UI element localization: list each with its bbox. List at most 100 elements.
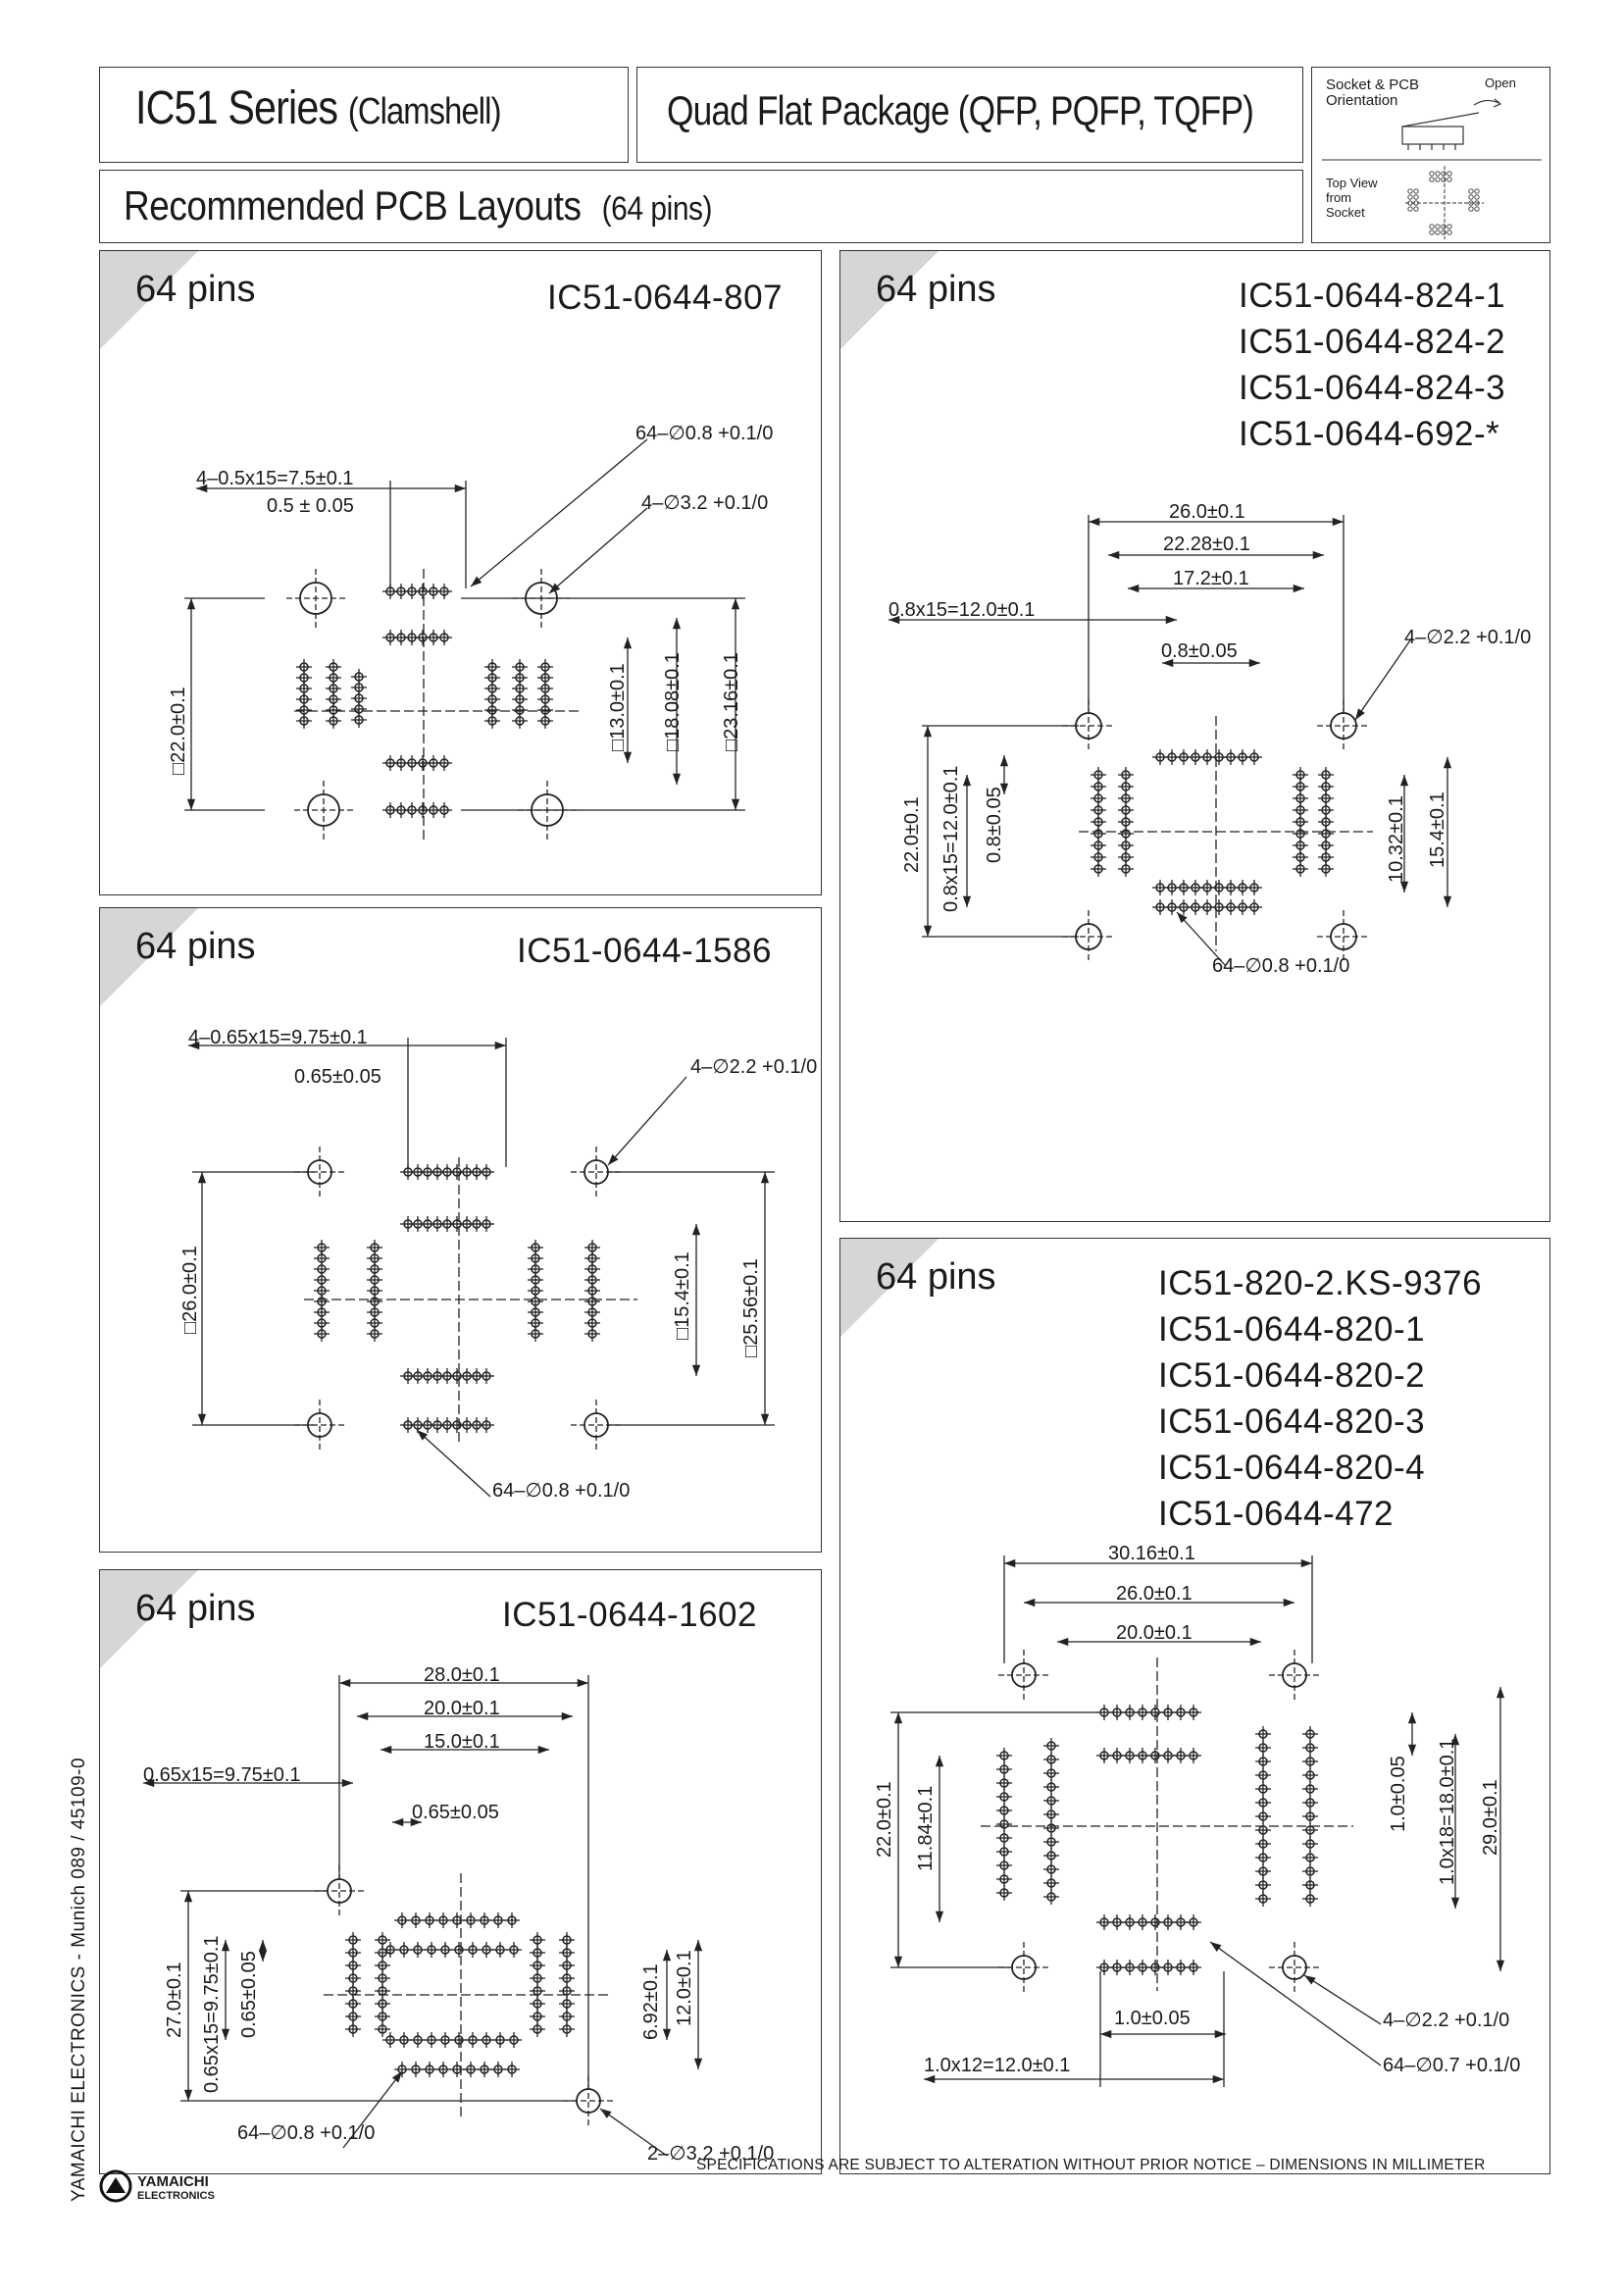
arrow-head xyxy=(341,1778,353,1788)
topview-pin-dot xyxy=(1474,194,1480,200)
dim-label: □26.0±0.1 xyxy=(179,1246,201,1334)
topview-pin-dot xyxy=(1413,200,1419,206)
part-number: IC51-0644-820-4 xyxy=(1158,1449,1426,1487)
topview-pin-dot xyxy=(1441,229,1446,235)
arrow-head xyxy=(1332,517,1344,527)
dim-label: 22.0±0.1 xyxy=(901,796,923,873)
arrow-head xyxy=(1024,1598,1036,1607)
mounting-hole xyxy=(584,1412,609,1438)
dim-label: 64–∅0.8 +0.1/0 xyxy=(492,1480,631,1502)
part-number: IC51-0644-692-* xyxy=(1239,415,1500,453)
arrow-head xyxy=(924,2074,936,2084)
arrow-head xyxy=(1450,1897,1460,1909)
arrow-head xyxy=(623,751,633,763)
arrow-head xyxy=(1108,550,1120,560)
topview-label-2: from xyxy=(1326,190,1351,205)
side-contact-text: YAMAICHI ELECTRONICS - Munich 089 / 4510… xyxy=(69,1757,89,2202)
arrow-head xyxy=(1248,658,1260,668)
layout-panel-820: 64 pins IC51-820-2.KS-9376 IC51-0644-820… xyxy=(839,1238,1550,2174)
arrow-head xyxy=(662,2028,672,2040)
dim-label: 6.92±0.1 xyxy=(640,1963,662,2040)
mounting-hole xyxy=(1011,1662,1037,1688)
arrow-head xyxy=(471,576,482,586)
arrow-head xyxy=(1407,1712,1417,1724)
arrow-head xyxy=(258,1940,268,1952)
arrow-head xyxy=(1399,881,1409,892)
arrow-head xyxy=(196,484,208,493)
title-package-box: Quad Flat Package (QFP, PQFP, TQFP) xyxy=(636,67,1303,163)
orientation-open-label: Open xyxy=(1485,76,1516,90)
series-title: IC51 Series (Clamshell) xyxy=(135,81,501,135)
dim-label: 0.65±0.05 xyxy=(412,1802,499,1823)
dim-label: 64–∅0.8 +0.1/0 xyxy=(635,423,774,444)
arrow-head xyxy=(221,1940,230,1952)
topview-pin-dot xyxy=(1413,188,1419,194)
leader-pad xyxy=(470,438,648,587)
dim-label: 15.4±0.1 xyxy=(1427,791,1448,868)
arrow-head xyxy=(1293,584,1304,593)
arrow-head xyxy=(186,798,196,810)
arrow-head xyxy=(1089,517,1100,527)
dim-label: 0.5 ± 0.05 xyxy=(267,495,354,517)
arrow-head xyxy=(731,798,740,810)
leader-pad xyxy=(1209,1941,1382,2066)
arrow-head xyxy=(1177,912,1188,924)
arrow-head xyxy=(693,1940,703,1952)
topview-pin-dot xyxy=(1413,206,1419,212)
mounting-hole xyxy=(576,2088,601,2114)
dim-label: 20.0±0.1 xyxy=(1116,1622,1193,1644)
dim-label: 28.0±0.1 xyxy=(424,1664,500,1686)
title-series-box: IC51 Series (Clamshell) xyxy=(99,67,629,163)
dim-label: 0.65±0.05 xyxy=(238,1951,260,2038)
topview-pin-dot xyxy=(1407,200,1413,206)
dim-label: 4–∅2.2 +0.1/0 xyxy=(1383,2010,1510,2031)
topview-pin-dot xyxy=(1468,188,1474,194)
topview-pin-dot xyxy=(1468,206,1474,212)
arrow-head xyxy=(623,637,633,649)
topview-pin-dot xyxy=(1435,171,1441,177)
arrow-head xyxy=(561,1711,573,1721)
arrow-head xyxy=(962,775,972,787)
arrow-head xyxy=(188,1041,200,1050)
topview-pin-dot xyxy=(1474,206,1480,212)
arrow-head xyxy=(608,1153,619,1165)
arrow-head xyxy=(183,1891,193,1903)
leader-hole xyxy=(548,507,648,594)
topview-pin-dot xyxy=(1407,206,1413,212)
arrow-head xyxy=(339,1678,351,1688)
dim-label: 1.0±0.05 xyxy=(1388,1756,1409,1832)
topview-pin-dot xyxy=(1407,194,1413,200)
panel-corner-marker xyxy=(840,251,939,349)
arrow-head xyxy=(1312,550,1324,560)
arrow-head xyxy=(935,1756,944,1767)
dim-label: 4–0.5x15=7.5±0.1 xyxy=(196,468,354,489)
arrow-head xyxy=(693,2058,703,2069)
dim-label: □18.08±0.1 xyxy=(662,652,684,751)
arrow-head xyxy=(1212,2074,1224,2084)
mounting-hole xyxy=(584,1159,609,1185)
topview-pin-dot xyxy=(1441,177,1446,182)
leader-hole xyxy=(599,2108,668,2157)
topview-pin-dot xyxy=(1468,200,1474,206)
dim-label: □13.0±0.1 xyxy=(607,663,629,751)
layout-panel-1586: 64 pins IC51-0644-1586 xyxy=(99,907,822,1553)
leader-hole xyxy=(1354,637,1413,721)
series-title-main: IC51 Series xyxy=(135,82,338,134)
topview-pin-dot xyxy=(1435,224,1441,229)
arrow-head xyxy=(1399,775,1409,787)
topview-pin-dot xyxy=(1413,194,1419,200)
arrow-head xyxy=(1407,1744,1417,1756)
dim-label: 4–∅2.2 +0.1/0 xyxy=(690,1056,818,1078)
arrow-head xyxy=(186,598,196,610)
leader-hole xyxy=(607,1076,687,1166)
panel-pin-count: 64 pins xyxy=(135,926,256,967)
dim-label: 64–∅0.8 +0.1/0 xyxy=(237,2122,376,2144)
arrow-head xyxy=(760,1413,770,1425)
dim-label: 27.0±0.1 xyxy=(164,1962,185,2038)
panel-corner-marker xyxy=(100,1570,198,1668)
arrow-head xyxy=(183,2089,193,2101)
dim-label: 0.8x15=12.0±0.1 xyxy=(888,599,1036,621)
orientation-socket-icon xyxy=(1322,98,1542,239)
arrow-head xyxy=(549,583,561,593)
topview-pin-dot xyxy=(1446,177,1452,182)
